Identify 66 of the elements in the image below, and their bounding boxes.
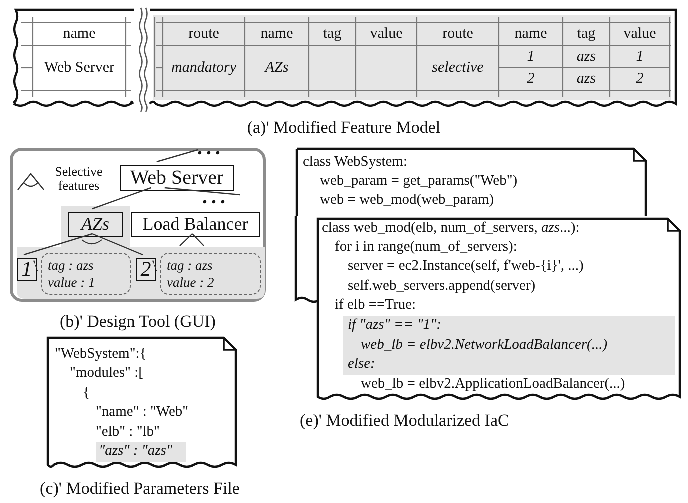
code-line: if elb ==True: — [335, 296, 416, 315]
dashed-connector — [33, 260, 39, 272]
code-line: "azs" : "azs" — [99, 442, 173, 461]
design-tool-panel — [10, 148, 266, 302]
table-header: route — [442, 25, 474, 44]
table-cell-text: 2 — [526, 70, 536, 90]
code-line: else: — [348, 355, 376, 374]
tree-line — [164, 187, 240, 196]
feature-box: Load Balancer — [131, 212, 260, 237]
tree-line — [92, 187, 152, 210]
code-line: "elb" : "lb" — [96, 423, 160, 442]
highlight-band — [96, 442, 186, 462]
code-line: web_param = get_params("Web") — [320, 172, 518, 191]
code-line: "name" : "Web" — [96, 403, 189, 422]
feature-box: 1 — [17, 258, 37, 281]
table-header: tag — [322, 25, 343, 44]
feature-box: AZs — [68, 212, 123, 237]
document-card — [296, 148, 647, 216]
attribute-text: tag : azs — [167, 257, 213, 274]
attribute-text: value : 2 — [167, 274, 214, 291]
document-card — [47, 337, 237, 470]
code-line: "WebSystem":{ — [55, 345, 147, 364]
table-cell-text: azs — [576, 70, 598, 90]
tree-line — [92, 233, 144, 256]
code-line: for i in range(num_of_servers): — [335, 238, 518, 257]
dashed-connector — [152, 260, 158, 272]
table-header: route — [188, 25, 220, 44]
caption: (e)' Modified Modularized IaC — [300, 410, 510, 432]
table-header: tag — [576, 25, 597, 44]
code-line: class web_mod(elb, num_of_servers, azs...): — [322, 219, 580, 238]
attribute-box — [160, 253, 261, 295]
table-cell-text: AZs — [264, 59, 290, 78]
table-header: value — [369, 25, 404, 44]
table-header: name — [62, 25, 97, 44]
code-line: server = ec2.Instance(self, f'web-{i}', ...) — [348, 257, 584, 276]
feature-box: 2 — [136, 258, 156, 281]
tree-line — [192, 234, 204, 246]
feature-box: Web Server — [120, 165, 234, 191]
code-line: class WebSystem: — [303, 153, 408, 172]
tree-line — [180, 234, 193, 246]
table-cell-text: mandatory — [170, 59, 238, 78]
caption: (c)' Modified Parameters File — [39, 478, 241, 500]
caption: (a)' Modified Feature Model — [246, 117, 442, 139]
table-header: name — [514, 25, 548, 44]
note-label: Selective features — [54, 162, 104, 195]
table-header: value — [622, 25, 658, 44]
code-line: if "azs" == "1": — [348, 316, 442, 335]
table-cell-text: Web Server — [43, 59, 116, 78]
table-cell-text: selective — [431, 59, 485, 78]
code-line: web_lb = elbv2.ApplicationLoadBalancer(...) — [361, 375, 626, 394]
caption: (b)' Design Tool (GUI) — [59, 310, 217, 333]
highlight-band — [343, 316, 675, 375]
table-cell-text: 1 — [526, 48, 536, 67]
code-line: "modules" :[ — [70, 364, 144, 383]
table-cell-text: 1 — [635, 48, 645, 67]
code-line: web = web_mod(web_param) — [320, 191, 494, 210]
code-line: web_lb = elbv2.NetworkLoadBalancer(...) — [361, 336, 608, 355]
attribute-box — [41, 253, 131, 295]
tree-line — [24, 233, 93, 256]
code-line: { — [83, 384, 90, 403]
attribute-text: tag : azs — [48, 257, 94, 274]
table-header: name — [260, 25, 294, 44]
attribute-text: value : 1 — [48, 274, 96, 291]
table-cell-text: azs — [576, 48, 598, 67]
table-cell-text: 2 — [635, 70, 645, 90]
code-line: self.web_servers.append(server) — [348, 277, 536, 296]
